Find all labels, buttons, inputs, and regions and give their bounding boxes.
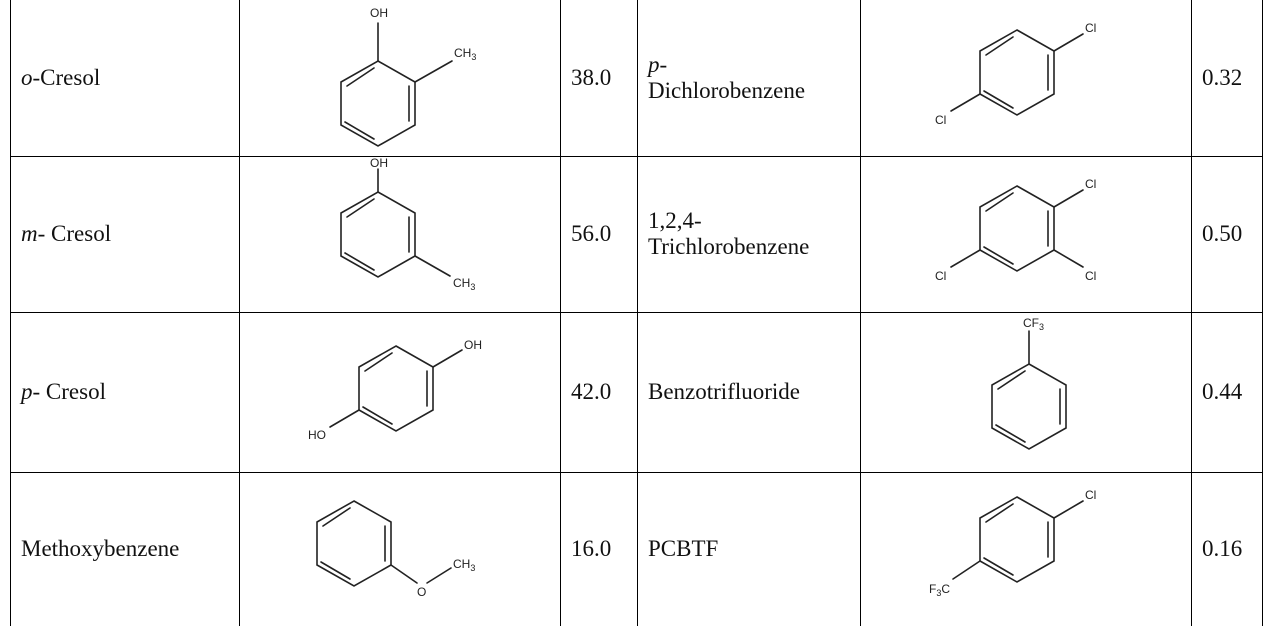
value-cell: 56.0 — [560, 155, 638, 313]
p-cresol-structure: OH HO — [308, 338, 482, 442]
value-cell: 0.50 — [1191, 155, 1263, 313]
compound-name: - — [659, 51, 668, 77]
ch3-label: CH3 — [454, 46, 476, 62]
compound-table: o-Cresol OH CH3 38.0 p-Dichlorobenzene — [10, 0, 1263, 626]
structure-cell: CF3 — [860, 311, 1192, 473]
structure-cell: O CH3 — [239, 471, 561, 626]
benzotrifluoride-structure: CF3 — [991, 316, 1067, 450]
oh-label: OH — [464, 338, 482, 352]
m-cresol-structure: OH CH3 — [340, 157, 475, 292]
f3c-label: F3C — [929, 582, 950, 598]
compound-name: PCBTF — [648, 536, 719, 562]
compound-prefix: m — [21, 221, 38, 246]
ch3-label: CH3 — [453, 557, 475, 573]
trichlorobenzene-structure: Cl Cl Cl — [935, 177, 1096, 283]
value-cell: 0.32 — [1191, 0, 1263, 157]
cl-label: Cl — [935, 269, 946, 283]
structure-cell: Cl Cl Cl — [860, 155, 1192, 313]
value-cell: 16.0 — [560, 471, 638, 626]
compound-name-cell: p- Cresol — [10, 311, 240, 473]
cl-label: Cl — [1085, 177, 1096, 191]
cl-label: Cl — [1085, 269, 1096, 283]
cl-label: Cl — [1085, 21, 1096, 35]
oh-label: OH — [370, 6, 388, 20]
cf3-label: CF3 — [1023, 316, 1044, 332]
compound-name: - Cresol — [32, 379, 106, 404]
compound-prefix: p — [648, 51, 660, 77]
compound-name-cell: p-Dichlorobenzene — [637, 0, 861, 157]
compound-name-cell: Benzotrifluoride — [637, 311, 861, 473]
compound-name-cell: 1,2,4-Trichlorobenzene — [637, 155, 861, 313]
compound-name-cell: m- Cresol — [10, 155, 240, 313]
compound-name: -Cresol — [32, 64, 101, 90]
compound-prefix: o — [21, 64, 33, 90]
compound-name: 1,2,4- — [648, 208, 702, 233]
o-cresol-structure: OH CH3 — [340, 6, 476, 147]
compound-name-line2: Dichlorobenzene — [648, 77, 806, 103]
structure-cell: Cl Cl — [860, 0, 1192, 157]
compound-name-line2: Trichlorobenzene — [648, 234, 810, 259]
value-cell: 0.44 — [1191, 311, 1263, 473]
pcbtf-structure: Cl F3C — [929, 488, 1096, 598]
cl-label: Cl — [935, 113, 946, 127]
compound-prefix: p — [21, 379, 33, 404]
table-row: o-Cresol OH CH3 38.0 p-Dichlorobenzene — [10, 0, 1263, 157]
table-row: m- Cresol OH CH3 56.0 1,2,4-Trichloroben… — [10, 155, 1263, 313]
value-cell: 0.16 — [1191, 471, 1263, 626]
ho-label: HO — [308, 428, 326, 442]
o-label: O — [417, 585, 426, 599]
structure-cell: Cl F3C — [860, 471, 1192, 626]
ch3-label: CH3 — [453, 276, 475, 292]
compound-name: - Cresol — [37, 221, 112, 246]
structure-cell: OH CH3 — [239, 0, 561, 157]
structure-cell: OH HO — [239, 311, 561, 473]
table-row: p- Cresol OH HO 42.0 Benzotrifluoride — [10, 311, 1263, 473]
compound-name-cell: o-Cresol — [10, 0, 240, 157]
structure-cell: OH CH3 — [239, 155, 561, 313]
oh-label: OH — [370, 157, 388, 170]
compound-name: Benzotrifluoride — [648, 379, 801, 404]
compound-name-cell: Methoxybenzene — [10, 471, 240, 626]
value-cell: 42.0 — [560, 311, 638, 473]
methoxybenzene-structure: O CH3 — [316, 500, 475, 599]
value-cell: 38.0 — [560, 0, 638, 157]
compound-name-cell: PCBTF — [637, 471, 861, 626]
cl-label: Cl — [1085, 488, 1096, 502]
p-dichlorobenzene-structure: Cl Cl — [935, 21, 1096, 127]
compound-name: Methoxybenzene — [21, 536, 180, 562]
table-row: Methoxybenzene O CH3 16.0 PCBTF — [10, 471, 1263, 626]
